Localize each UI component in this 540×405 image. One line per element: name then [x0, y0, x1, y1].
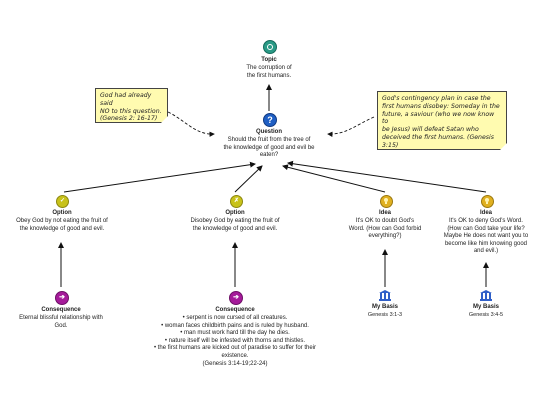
- lightbulb-icon: [380, 195, 393, 208]
- target-icon: [263, 40, 277, 54]
- idea2-text: It's OK to deny God's Word.(How can God …: [443, 218, 529, 255]
- option1-title: Option: [52, 210, 72, 216]
- consequence1-title: Consequence: [41, 307, 81, 313]
- arrow-right-icon: ➔: [229, 291, 243, 305]
- option2-title: Option: [225, 210, 245, 216]
- idea1-title: Idea: [378, 210, 391, 216]
- consequence2-title: Consequence: [215, 307, 255, 313]
- pillar-icon: [378, 289, 392, 302]
- link-note-right-to-question: [327, 116, 375, 137]
- idea2-title: Idea: [479, 210, 492, 216]
- option-icon: ✓: [56, 195, 69, 208]
- basis1-title: My Basis: [371, 304, 398, 310]
- link-option1-to-question: [63, 161, 256, 193]
- consequence2-text: • serpent is now cursed of all creatures…: [153, 315, 317, 367]
- basis1-text: Genesis 3:1-3: [367, 312, 403, 318]
- basis2-text: Genesis 3:4-5: [468, 312, 504, 318]
- link-idea1-to-question: [282, 164, 386, 193]
- link-option2-to-question: [234, 165, 263, 193]
- lightbulb-icon: [481, 195, 494, 208]
- topic-title: Topic: [261, 57, 277, 63]
- link-idea2-to-question: [287, 160, 487, 193]
- question-title: Question: [255, 129, 282, 135]
- option-icon: ✗: [230, 195, 243, 208]
- question-mark-icon: ?: [263, 113, 277, 127]
- basis2-title: My Basis: [472, 304, 499, 310]
- arrow-right-icon: ➔: [55, 291, 69, 305]
- link-note-left-to-question: [167, 111, 215, 137]
- pillar-icon: [479, 289, 493, 302]
